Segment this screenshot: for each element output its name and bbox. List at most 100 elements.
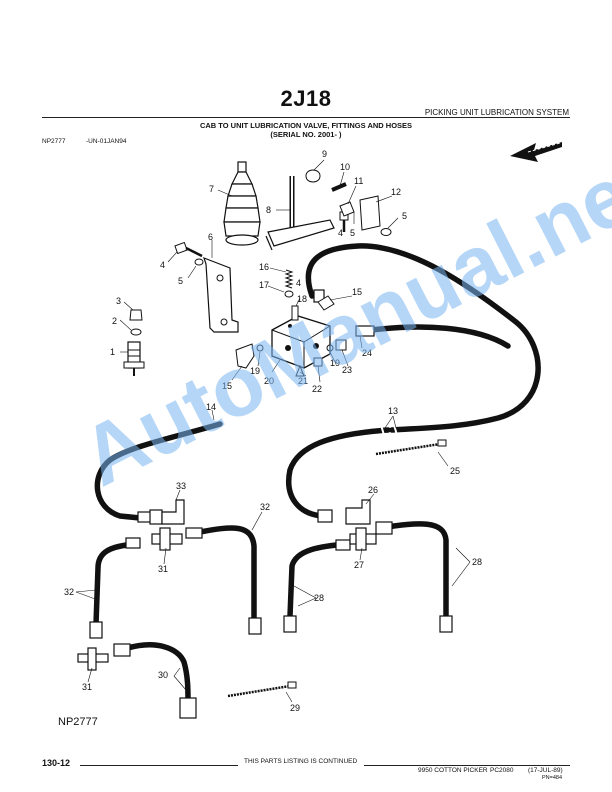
hose-14 bbox=[94, 421, 223, 521]
callout-23: 23 bbox=[342, 365, 352, 375]
callout-11: 11 bbox=[354, 176, 363, 186]
fitting-13-end bbox=[317, 509, 333, 523]
fitting-30-top bbox=[113, 643, 131, 657]
hose-right bbox=[369, 324, 511, 349]
callout-labels: 1 2 3 4 4 4 5 5 5 6 7 8 9 10 11 12 13 14… bbox=[64, 149, 482, 713]
callout-13: 13 bbox=[388, 406, 398, 416]
boot-7 bbox=[223, 161, 261, 246]
elbow-33 bbox=[161, 499, 185, 525]
callout-32b: 32 bbox=[260, 502, 270, 512]
footer-rule-right bbox=[364, 765, 570, 766]
bolt-10 bbox=[331, 182, 347, 192]
cap-3 bbox=[129, 309, 143, 321]
callout-5c: 5 bbox=[402, 211, 407, 221]
page-number: 130-12 bbox=[42, 758, 71, 768]
fitting-28-right-bottom bbox=[439, 615, 453, 633]
nut-5-right bbox=[380, 228, 392, 236]
fitting-24 bbox=[355, 325, 375, 337]
callout-5b: 5 bbox=[350, 228, 355, 238]
oring-19-right bbox=[326, 344, 334, 352]
footer-pn: PN=484 bbox=[542, 775, 563, 781]
oring-19-left bbox=[256, 344, 264, 352]
leader-lines bbox=[75, 159, 471, 703]
callout-16: 16 bbox=[259, 262, 269, 272]
rod-8 bbox=[265, 176, 335, 251]
figure-date: -UN-01JAN94 bbox=[86, 138, 127, 145]
callout-14: 14 bbox=[206, 402, 216, 412]
callout-3: 3 bbox=[116, 296, 121, 306]
callout-21: 21 bbox=[298, 376, 308, 386]
callout-20: 20 bbox=[264, 376, 274, 386]
washer-2 bbox=[130, 328, 142, 336]
fitting-28-mid-bottom bbox=[283, 615, 297, 633]
callout-32a: 32 bbox=[64, 587, 74, 597]
callout-5a: 5 bbox=[178, 276, 183, 286]
fitting-32-right-bottom bbox=[248, 617, 262, 635]
footer-catalog: PC2080 bbox=[490, 767, 514, 774]
callout-19b: 19 bbox=[330, 358, 340, 368]
hose-28-mid bbox=[287, 541, 351, 619]
hose-30 bbox=[125, 642, 191, 703]
callout-9: 9 bbox=[322, 149, 327, 159]
ball-17 bbox=[284, 290, 294, 298]
callout-33: 33 bbox=[176, 481, 186, 491]
hose-breaks bbox=[380, 424, 398, 436]
fitting-31-end bbox=[125, 537, 141, 549]
callout-26: 26 bbox=[368, 485, 378, 495]
callout-28b: 28 bbox=[314, 593, 324, 603]
callout-24: 24 bbox=[362, 348, 372, 358]
hose-loop bbox=[305, 243, 541, 433]
callout-2: 2 bbox=[112, 316, 117, 326]
callout-15a: 15 bbox=[352, 287, 362, 297]
heading-line-2: (SERIAL NO. 2001- ) bbox=[270, 130, 342, 139]
grease-fitting-1 bbox=[123, 341, 145, 376]
callout-17: 17 bbox=[259, 280, 269, 290]
spring-16 bbox=[284, 269, 294, 289]
callout-4c: 4 bbox=[296, 278, 301, 288]
continued-note: THIS PARTS LISTING IS CONTINUED bbox=[244, 758, 358, 765]
fitting-28-top bbox=[375, 521, 393, 535]
plate-12 bbox=[359, 195, 381, 231]
fittings bbox=[77, 289, 453, 719]
callout-6: 6 bbox=[208, 232, 213, 242]
footer-rule-left bbox=[80, 765, 238, 766]
callout-31b: 31 bbox=[82, 682, 92, 692]
callout-25: 25 bbox=[450, 466, 460, 476]
callout-30: 30 bbox=[158, 670, 168, 680]
bracket-6 bbox=[203, 256, 239, 333]
footer-product: 9950 COTTON PICKER bbox=[418, 767, 488, 774]
knob-9 bbox=[305, 169, 321, 183]
fitting-23 bbox=[335, 339, 347, 351]
callout-18: 18 bbox=[297, 294, 307, 304]
callout-4b: 4 bbox=[338, 228, 343, 238]
callout-12: 12 bbox=[391, 187, 401, 197]
callout-10: 10 bbox=[340, 162, 350, 172]
callout-4a: 4 bbox=[160, 260, 165, 270]
elbow-15-top bbox=[317, 295, 335, 311]
callout-8: 8 bbox=[266, 205, 271, 215]
callout-22: 22 bbox=[312, 384, 322, 394]
nut-5-left bbox=[194, 258, 204, 266]
front-direction-arrow-icon bbox=[510, 142, 562, 162]
callout-27: 27 bbox=[354, 560, 364, 570]
tie-25 bbox=[375, 439, 447, 456]
plug-18 bbox=[291, 305, 299, 321]
fitting-32-top bbox=[185, 527, 203, 539]
heading-line-1: CAB TO UNIT LUBRICATION VALVE, FITTINGS … bbox=[199, 121, 413, 130]
elbow-26 bbox=[345, 499, 371, 525]
fitting-27-end bbox=[335, 539, 351, 551]
callout-28a: 28 bbox=[472, 557, 482, 567]
tie-29 bbox=[227, 681, 297, 698]
fitting-30-bottom bbox=[179, 697, 197, 719]
hose-28-right bbox=[377, 521, 449, 619]
page-code: 2J18 bbox=[280, 86, 332, 111]
callout-7: 7 bbox=[209, 184, 214, 194]
callout-15b: 15 bbox=[222, 381, 232, 391]
header-rule bbox=[42, 117, 570, 118]
footer-date: (17-JUL-89) bbox=[528, 767, 563, 774]
callout-19a: 19 bbox=[250, 366, 260, 376]
section-title: PICKING UNIT LUBRICATION SYSTEM bbox=[424, 108, 569, 117]
callout-29: 29 bbox=[290, 703, 300, 713]
figure-id: NP2777 bbox=[42, 138, 66, 145]
